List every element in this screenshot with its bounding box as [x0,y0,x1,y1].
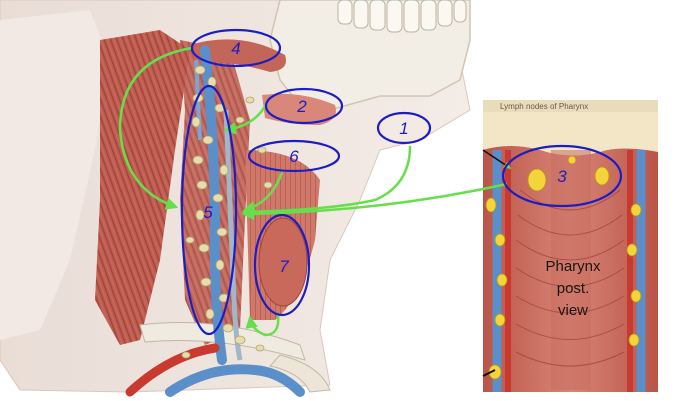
vertebral-column [551,150,591,390]
marker-label-3: 3 [557,167,567,186]
marker-label-6: 6 [289,147,299,166]
marker-label-4: 4 [231,39,240,58]
marker-outline-3 [501,144,623,208]
inset-caption-line-2: post. [557,280,590,297]
inset-lymph-nodes [485,155,642,380]
marker-outline-6 [247,139,341,173]
marker-label-7: 7 [279,257,289,276]
inset-header-text: Lymph nodes of Pharynx [500,102,588,111]
submandibular-region [262,93,336,125]
arrow-1-to-5 [241,145,412,219]
skull-base [483,100,658,156]
marker-label-2: 2 [296,97,307,116]
marker-label-5: 5 [203,203,213,222]
marker-outline-7 [253,213,311,317]
inset-header-band [483,100,658,112]
marker-outline-1 [376,111,432,145]
digastric-muscle [190,39,286,72]
subclavian-vein [165,364,305,397]
marker-labels: 4 2 1 6 5 7 3 [203,39,567,276]
inset-pointer-top [482,149,512,169]
arrow-3-to-5 [241,182,508,221]
teeth [337,0,467,33]
arrow-4-to-5 [118,46,193,210]
lymph-flow-arrows [118,46,508,337]
arrow-7-to-5 [245,314,280,337]
marker-label-1: 1 [399,119,408,138]
pharyngeal-muscle-fibres [515,189,625,367]
marker-outline-5 [180,84,238,336]
region-markers [180,28,623,336]
subclavian-artery [125,343,220,397]
cervical-lymph-nodes [181,65,273,359]
marker-outline-4 [190,28,282,68]
posterior-tissue [0,10,110,340]
marker-outline-2 [264,87,344,125]
inset-caption-line-3: view [558,302,588,319]
inset-caption-line-1: Pharynx [545,258,601,275]
inset-pointer-bottom [482,369,496,377]
thyroid-gland [258,217,308,307]
first-rib [269,354,331,393]
pharynx-inset: Lymph nodes of Pharynx [482,100,658,392]
internal-jugular-vein [200,45,227,365]
